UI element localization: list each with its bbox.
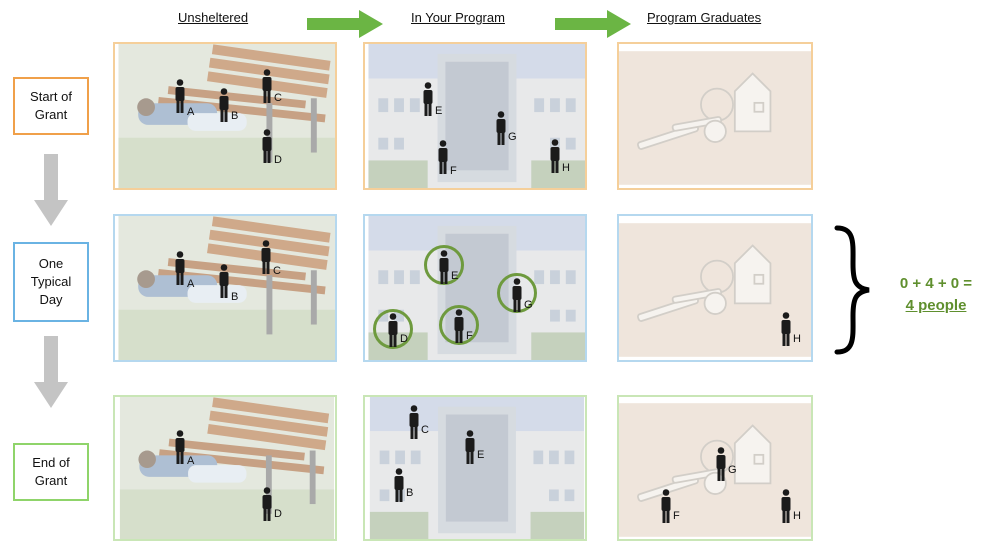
person-icon xyxy=(218,264,230,298)
person-label-f: F xyxy=(673,510,680,522)
curly-brace-icon xyxy=(834,225,870,355)
house-keys-image xyxy=(619,50,811,186)
row-label-text: One Typical Day xyxy=(30,256,72,307)
person-label-f: F xyxy=(466,330,473,342)
right-arrow-icon xyxy=(307,10,383,38)
person-label-h: H xyxy=(793,510,801,522)
person-icon xyxy=(261,69,273,103)
person-label-e: E xyxy=(435,105,443,117)
bench-image xyxy=(119,397,335,539)
panel-start-unsheltered xyxy=(113,42,337,190)
panel-start-graduates xyxy=(617,42,813,190)
person-icon xyxy=(464,430,476,464)
panel-end-graduates xyxy=(617,395,813,541)
person-icon xyxy=(549,139,561,173)
person-label-h: H xyxy=(562,162,570,174)
person-label-b: B xyxy=(231,110,239,122)
person-label-h: H xyxy=(793,333,801,345)
person-label-c: C xyxy=(273,265,281,277)
panel-start-program xyxy=(363,42,587,190)
person-icon xyxy=(511,278,523,312)
person-icon xyxy=(261,487,273,521)
person-icon xyxy=(660,489,672,523)
highlight-ring-d xyxy=(373,309,413,349)
panel-end-unsheltered xyxy=(113,395,337,541)
down-arrow-icon xyxy=(34,336,68,408)
person-icon xyxy=(438,250,450,284)
person-icon xyxy=(174,251,186,285)
panel-end-program xyxy=(363,395,587,541)
person-icon xyxy=(393,468,405,502)
equation-sum: 0 + 4 + 0 = xyxy=(899,275,973,292)
person-label-b: B xyxy=(406,487,414,499)
header-in-program: In Your Program xyxy=(411,10,505,25)
person-icon xyxy=(174,430,186,464)
row-label-one-typical-day: One Typical Day xyxy=(13,242,89,322)
person-icon xyxy=(453,309,465,343)
person-label-e: E xyxy=(477,449,485,461)
person-label-g: G xyxy=(524,299,533,311)
row-label-text: End of Grant xyxy=(32,455,70,488)
person-icon xyxy=(422,82,434,116)
person-label-d: D xyxy=(400,333,408,345)
person-icon xyxy=(780,489,792,523)
row-label-end-of-grant: End of Grant xyxy=(13,443,89,501)
person-icon xyxy=(174,79,186,113)
person-label-a: A xyxy=(187,278,195,290)
row-label-text: Start of Grant xyxy=(30,89,72,122)
person-label-d: D xyxy=(274,154,282,166)
person-label-d: D xyxy=(274,508,282,520)
person-label-b: B xyxy=(231,291,239,303)
person-label-c: C xyxy=(274,92,282,104)
person-label-f: F xyxy=(450,165,457,177)
person-icon xyxy=(260,240,272,274)
panel-typical-program xyxy=(363,214,587,362)
person-icon xyxy=(408,405,420,439)
person-icon xyxy=(495,111,507,145)
person-label-a: A xyxy=(187,106,195,118)
highlight-ring-e xyxy=(424,245,464,285)
person-icon xyxy=(261,129,273,163)
header-graduates: Program Graduates xyxy=(647,10,762,25)
highlight-ring-g xyxy=(497,273,537,313)
row-label-start-of-grant: Start of Grant xyxy=(13,77,89,135)
person-label-g: G xyxy=(508,131,517,143)
panel-typical-unsheltered xyxy=(113,214,337,362)
equation-total: 4 people xyxy=(905,297,967,314)
right-arrow-icon xyxy=(555,10,631,38)
person-icon xyxy=(780,312,792,346)
header-unsheltered: Unsheltered xyxy=(178,10,249,25)
person-label-a: A xyxy=(187,455,195,467)
down-arrow-icon xyxy=(34,154,68,226)
person-icon xyxy=(387,313,399,347)
person-label-c: C xyxy=(421,424,429,436)
highlight-ring-f xyxy=(439,305,479,345)
person-icon xyxy=(437,140,449,174)
person-icon xyxy=(715,447,727,481)
panel-typical-graduates xyxy=(617,214,813,362)
person-label-e: E xyxy=(451,270,459,282)
person-icon xyxy=(218,88,230,122)
person-label-g: G xyxy=(728,464,737,476)
